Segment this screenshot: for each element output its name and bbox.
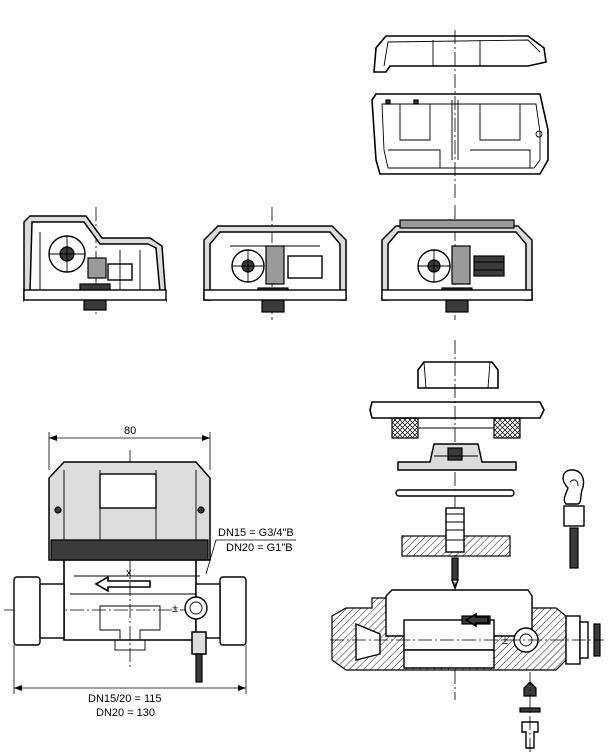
plus-minus-mark-right: ± bbox=[502, 635, 508, 647]
width-dimension-label: 80 bbox=[124, 425, 136, 437]
length-dimension-dn15-20: DN15/20 = 115 bbox=[88, 693, 162, 705]
section-view-right bbox=[381, 205, 533, 320]
plus-minus-mark: ± bbox=[172, 603, 178, 615]
seal-tool bbox=[562, 469, 585, 569]
exploded-measuring-insert: ± bbox=[330, 340, 604, 752]
thread-spec-dn15: DN15 = G3/4"B bbox=[218, 527, 294, 539]
section-view-left bbox=[23, 207, 167, 316]
length-dimension-dn20: DN20 = 130 bbox=[96, 707, 155, 719]
exploded-cover-top bbox=[371, 30, 549, 200]
thread-spec-dn20: DN20 = G1"B bbox=[226, 542, 293, 554]
axis-mark: x bbox=[126, 567, 132, 579]
front-view: 80 x ± DN15 = G3/4"B DN20 = bbox=[4, 425, 296, 719]
section-view-center bbox=[203, 207, 347, 320]
